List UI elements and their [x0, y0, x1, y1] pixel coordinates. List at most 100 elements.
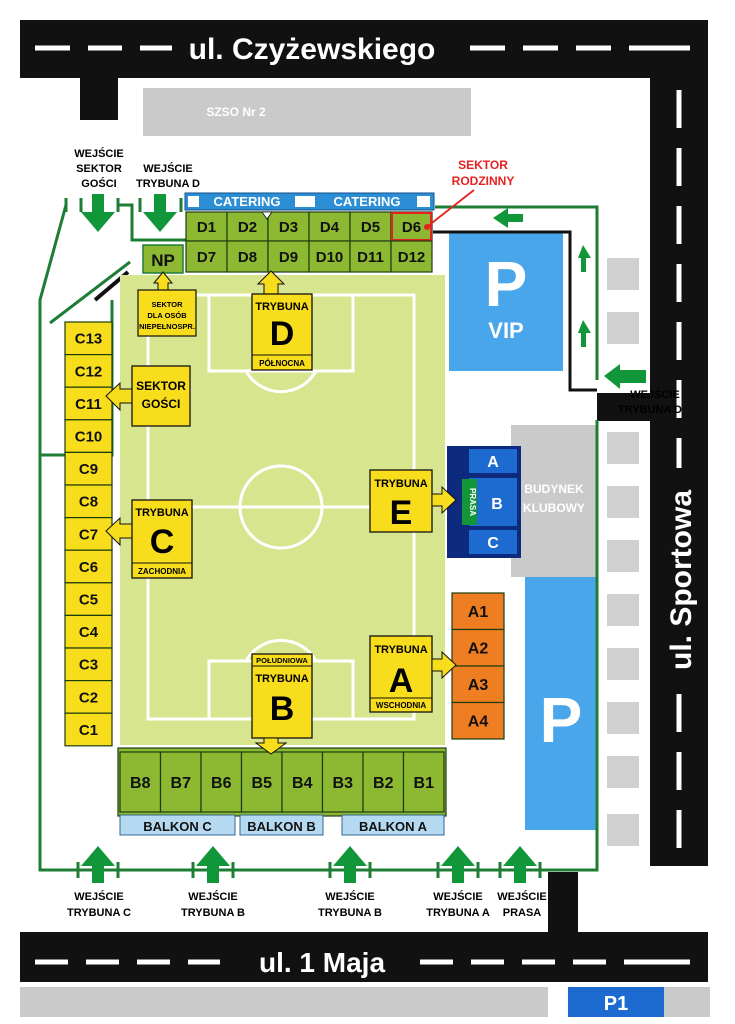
entrance-guest-2: SEKTOR — [76, 163, 122, 175]
press-seat-c[interactable] — [469, 530, 517, 554]
sector-c7-label: C7 — [79, 526, 98, 543]
sector-b2[interactable]: B2 — [362, 751, 405, 813]
sector-d12-label: D12 — [398, 249, 426, 266]
right-parking-strip — [607, 258, 639, 846]
sector-c10[interactable]: C10 — [64, 419, 113, 453]
balconies: BALKON C BALKON B BALKON A — [119, 814, 445, 836]
entrance-arrow-c[interactable] — [81, 846, 115, 883]
sector-c8[interactable]: C8 — [64, 484, 113, 519]
main-parking-symbol: P — [540, 684, 583, 756]
entrance-arrow-d-top[interactable] — [143, 194, 177, 232]
entrance-arrow-d-right[interactable] — [604, 364, 646, 389]
sector-b3[interactable]: B3 — [321, 751, 364, 813]
sector-c11[interactable]: C11 — [64, 386, 113, 421]
sector-d7[interactable]: D7 — [185, 240, 228, 273]
sector-a2[interactable]: A2 — [451, 628, 505, 667]
sector-d2-box — [226, 211, 269, 242]
entrance-bottom-4b: TRYBUNA A — [426, 907, 490, 919]
sector-a3[interactable]: A3 — [451, 665, 505, 704]
sector-c7[interactable]: C7 — [64, 516, 113, 551]
sector-c10-label: C10 — [75, 429, 103, 446]
stand-e-word: TRYBUNA — [374, 478, 427, 490]
sector-c5[interactable]: C5 — [64, 582, 113, 616]
sector-b6[interactable]: B6 — [200, 751, 243, 813]
sector-a4[interactable]: A4 — [451, 701, 505, 740]
np-sector-label: NP — [151, 251, 175, 270]
vip-parking-symbol: P — [485, 248, 528, 320]
catering-left-label: CATERING — [214, 194, 281, 209]
sector-c2-label: C2 — [79, 689, 98, 706]
sector-c1-label: C1 — [79, 722, 98, 739]
sector-c1[interactable]: C1 — [64, 712, 113, 747]
sector-c13[interactable]: C13 — [64, 321, 113, 356]
sector-d1[interactable]: D1 — [185, 211, 228, 242]
sector-d9-box — [267, 240, 310, 273]
balcony-c[interactable]: BALKON C — [119, 814, 236, 836]
road-top-label: ul. Czyżewskiego — [189, 33, 436, 66]
sector-d12[interactable]: D12 — [390, 240, 433, 273]
balcony-b-label: BALKON B — [247, 819, 316, 834]
entrance-arrow-press[interactable] — [503, 846, 537, 883]
stand-b-word: TRYBUNA — [255, 673, 308, 685]
entrance-arrow-guest[interactable] — [81, 194, 115, 232]
sector-b4[interactable]: B4 — [281, 751, 324, 813]
press-seat-a[interactable] — [469, 449, 517, 473]
sector-d3[interactable]: D3 — [267, 211, 310, 242]
sector-c4[interactable]: C4 — [64, 614, 113, 649]
sector-b3-label: B3 — [333, 775, 354, 792]
entrance-arrow-b1[interactable] — [196, 846, 230, 883]
sector-b1[interactable]: B1 — [402, 751, 445, 813]
sector-c3[interactable]: C3 — [64, 647, 113, 682]
sector-d4[interactable]: D4 — [308, 211, 351, 242]
guest-sector-label-1: SEKTOR — [136, 379, 186, 393]
sector-d9[interactable]: D9 — [267, 240, 310, 273]
sector-a2-label: A2 — [468, 641, 489, 658]
balcony-b[interactable]: BALKON B — [239, 814, 324, 836]
sector-d2[interactable]: D2 — [226, 211, 269, 242]
sector-c2-box — [64, 679, 113, 714]
entrance-arrow-a[interactable] — [441, 846, 475, 883]
entrance-bottom-2b: TRYBUNA B — [181, 907, 245, 919]
sector-a1-box — [451, 592, 505, 631]
vip-parking-label: VIP — [488, 318, 523, 343]
entrance-bottom-5b: PRASA — [503, 907, 542, 919]
sector-b5[interactable]: B5 — [240, 751, 283, 813]
sector-b4-label: B4 — [292, 775, 313, 792]
sector-d11-label: D11 — [357, 249, 384, 266]
sector-c6[interactable]: C6 — [64, 549, 113, 584]
balcony-a-box — [341, 814, 445, 836]
sector-a1[interactable]: A1 — [451, 592, 505, 631]
sector-c2[interactable]: C2 — [64, 679, 113, 714]
stand-c-sub: ZACHODNIA — [138, 567, 186, 576]
stand-a-callout: TRYBUNA A WSCHODNIA — [369, 635, 457, 713]
sector-c10-box — [64, 419, 113, 453]
family-sector-pointer — [427, 189, 475, 227]
sector-b2-box — [362, 751, 405, 813]
vip-parking — [449, 233, 563, 371]
sector-b8[interactable]: B8 — [119, 751, 162, 813]
entrance-arrow-b2[interactable] — [333, 846, 367, 883]
sector-c13-label: C13 — [75, 331, 103, 348]
sector-d10[interactable]: D10 — [308, 240, 351, 273]
np-note: SEKTOR DLA OSÓB NIEPEŁNOSPR. — [137, 271, 197, 337]
sector-d9-label: D9 — [279, 249, 298, 266]
sector-d8-label: D8 — [238, 249, 257, 266]
sector-b7[interactable]: B7 — [159, 751, 202, 813]
sector-d11-box — [349, 240, 392, 273]
press-seat-c-label: C — [487, 535, 499, 552]
sector-c9[interactable]: C9 — [64, 451, 113, 486]
entrance-labels: WEJŚCIE SEKTOR GOŚCI WEJŚCIE TRYBUNA D W… — [67, 147, 682, 919]
sector-d5[interactable]: D5 — [349, 211, 392, 242]
sector-b5-label: B5 — [252, 775, 273, 792]
sector-a4-label: A4 — [468, 714, 489, 731]
sector-d11[interactable]: D11 — [349, 240, 392, 273]
sector-d8[interactable]: D8 — [226, 240, 269, 273]
stand-b-callout: POŁUDNIOWA TRYBUNA B — [251, 653, 313, 755]
guest-sector-callout: SEKTOR GOŚCI — [105, 365, 191, 427]
sector-c12[interactable]: C12 — [64, 354, 113, 388]
sector-a4-box — [451, 701, 505, 740]
balcony-a[interactable]: BALKON A — [341, 814, 445, 836]
club-building-label-2: KLUBOWY — [523, 501, 585, 515]
entrance-bottom-5a: WEJŚCIE — [497, 890, 547, 903]
